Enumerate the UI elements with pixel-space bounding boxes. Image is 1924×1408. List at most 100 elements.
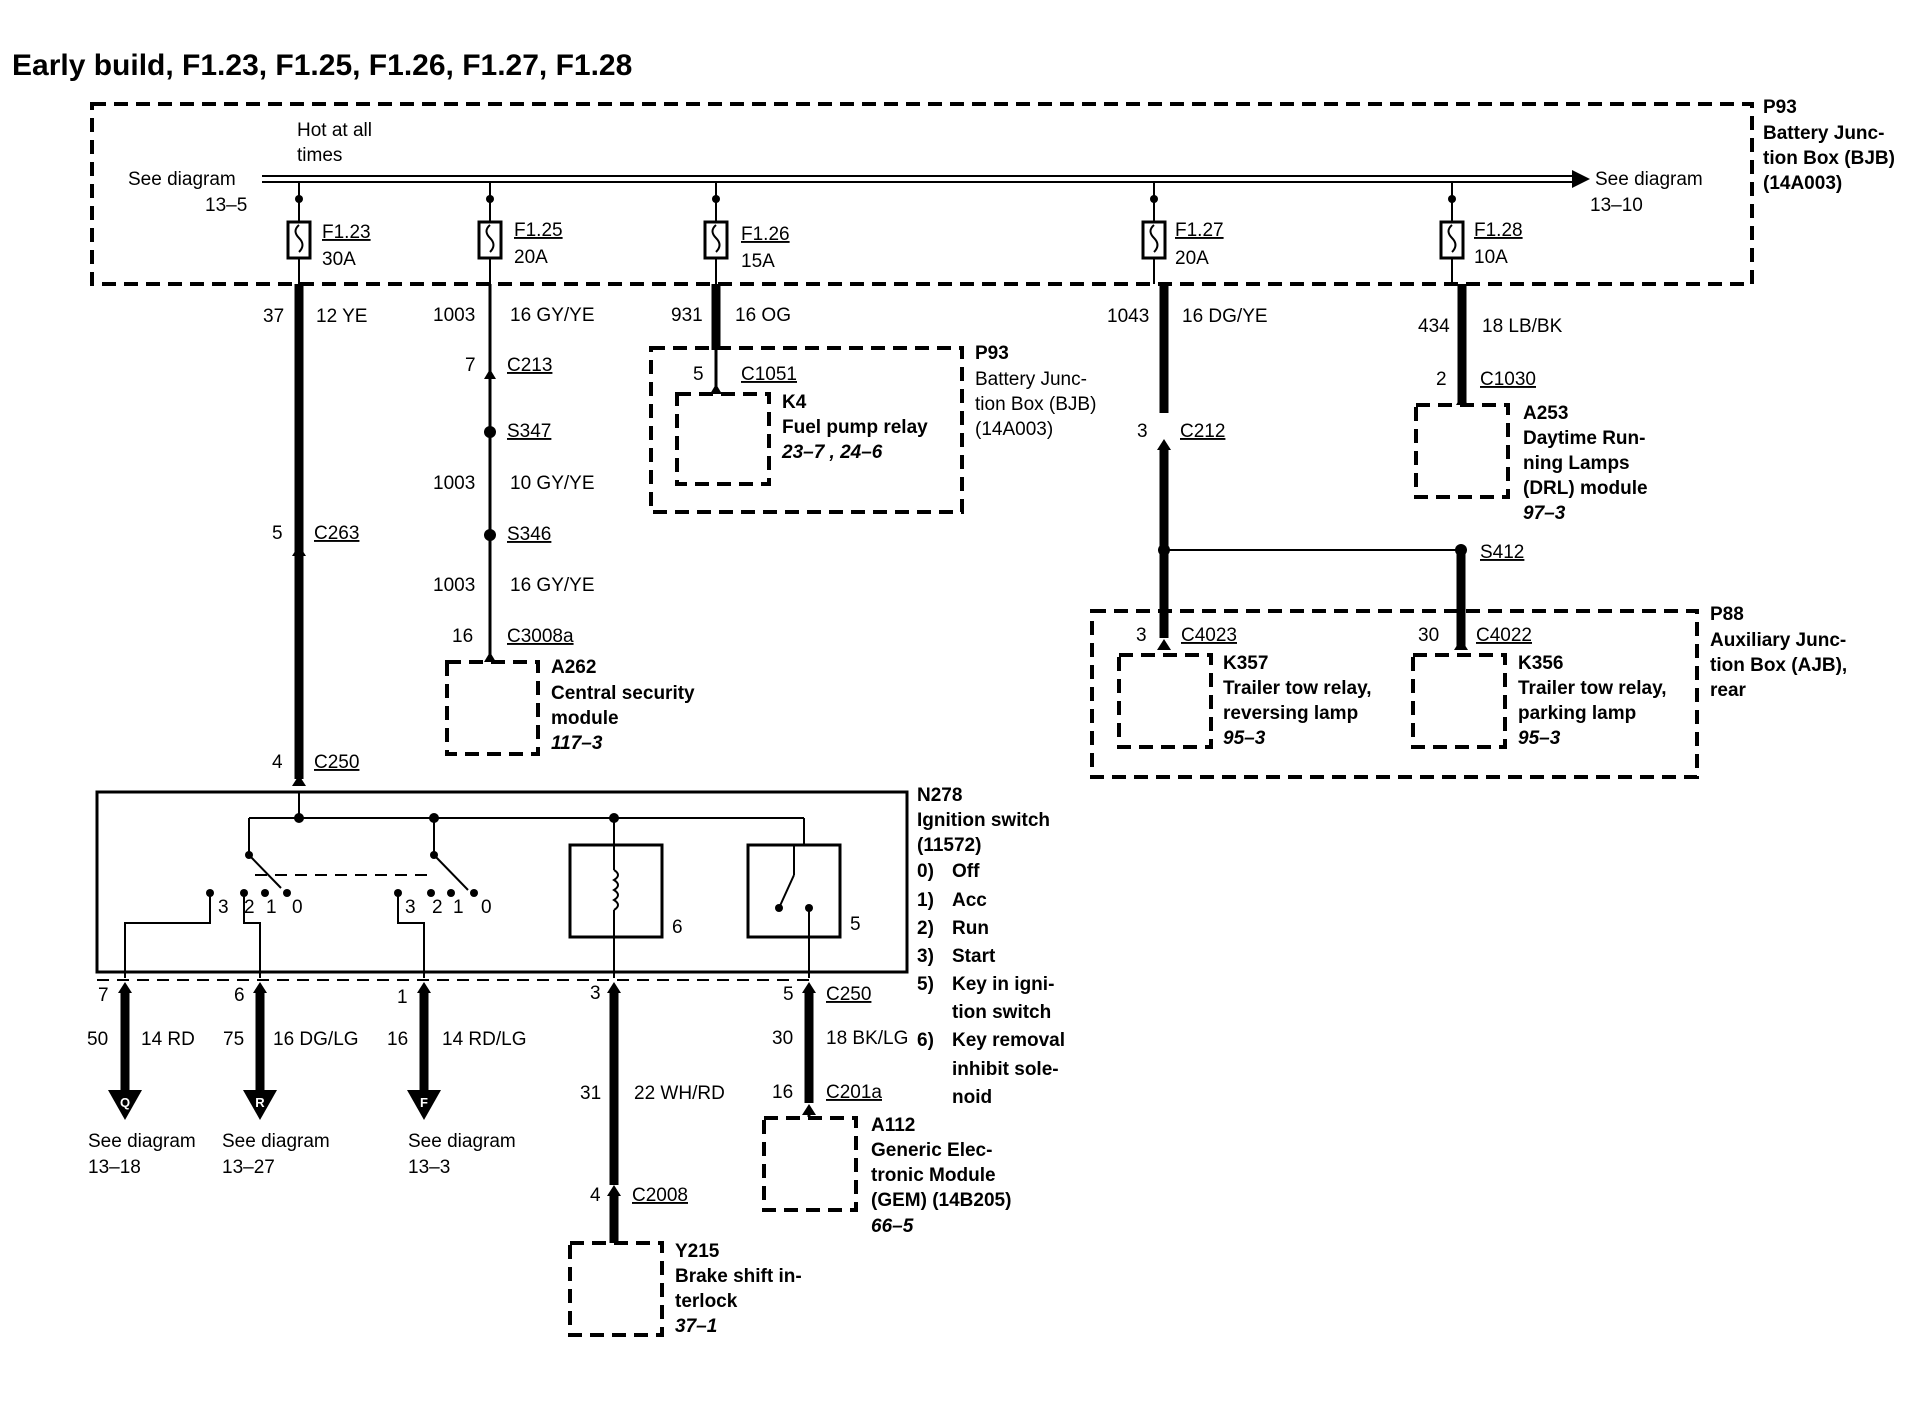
wire-color: 16 DG/LG bbox=[273, 1029, 359, 1050]
splice-id: S412 bbox=[1480, 542, 1524, 563]
see-diagram-right-ref[interactable]: 13–10 bbox=[1590, 195, 1643, 216]
connector-arrow-icon bbox=[607, 1185, 621, 1196]
bjb-inner-box bbox=[649, 346, 964, 514]
bjb-inner-name-2: tion Box (BJB) bbox=[975, 394, 1096, 415]
wire-color: 14 RD bbox=[141, 1029, 195, 1050]
wire-color: 10 GY/YE bbox=[510, 473, 595, 494]
drl-module-box bbox=[1414, 403, 1510, 499]
circuit-number: 1003 bbox=[433, 575, 475, 596]
bjb-box bbox=[90, 102, 1754, 286]
connector-arrow-icon bbox=[484, 369, 496, 379]
ignition-id: N278 bbox=[917, 785, 962, 806]
module-ref: 66–5 bbox=[871, 1216, 914, 1237]
fuse-rating: 20A bbox=[514, 247, 548, 268]
connector-id: C212 bbox=[1180, 421, 1225, 442]
wire-color: 16 GY/YE bbox=[510, 575, 595, 596]
svg-text:0): 0) bbox=[917, 861, 934, 882]
module-name-2: tronic Module bbox=[871, 1165, 996, 1186]
connector-pin: 7 bbox=[465, 355, 476, 376]
svg-text:1): 1) bbox=[917, 890, 934, 911]
bjb-part: (14A003) bbox=[1763, 173, 1842, 194]
ignition-name: Ignition switch bbox=[917, 810, 1050, 831]
svg-text:2): 2) bbox=[917, 918, 934, 939]
fuse-icon bbox=[286, 220, 312, 260]
connector-id: C263 bbox=[314, 523, 359, 544]
connector-pin: 2 bbox=[1436, 369, 1447, 390]
off-page-letter: R bbox=[255, 1095, 265, 1110]
svg-text:tion switch: tion switch bbox=[952, 1002, 1051, 1023]
switch-b-pos-3: 3 bbox=[405, 897, 416, 918]
wire-color: 22 WH/RD bbox=[634, 1083, 725, 1104]
connector-pin: 16 bbox=[452, 626, 473, 647]
see-diagram-left[interactable]: See diagram bbox=[128, 169, 236, 190]
connector-id: C250 bbox=[314, 752, 359, 773]
relay-name-1: Trailer tow relay, bbox=[1223, 678, 1372, 699]
brake-shift-interlock-box bbox=[568, 1241, 664, 1337]
switch-b-pos-2: 2 bbox=[432, 897, 443, 918]
switch-a-pos-0: 0 bbox=[292, 897, 303, 918]
connector-arrow-icon bbox=[1157, 439, 1171, 450]
ajb-name-3: rear bbox=[1710, 680, 1747, 701]
connector-pin: 4 bbox=[272, 752, 283, 773]
relay-name: Fuel pump relay bbox=[782, 417, 928, 438]
svg-text:Key removal: Key removal bbox=[952, 1030, 1065, 1051]
connector-arrow-icon bbox=[802, 1104, 816, 1115]
connector-id: C201a bbox=[826, 1082, 882, 1103]
fuse-rating: 30A bbox=[322, 249, 356, 270]
ajb-box bbox=[1090, 609, 1699, 779]
see-diagram-right[interactable]: See diagram bbox=[1595, 169, 1703, 190]
connector-arrow-icon bbox=[292, 775, 306, 786]
connector-pin: 30 bbox=[1418, 625, 1439, 646]
bjb-name-1: Battery Junc- bbox=[1763, 123, 1884, 144]
fuse-f1-25: F1.25 20A bbox=[477, 183, 563, 284]
circuit-number: 1003 bbox=[433, 473, 475, 494]
off-page-arrow-icon bbox=[243, 1090, 277, 1120]
module-name-3: (DRL) module bbox=[1523, 478, 1648, 499]
splice-icon bbox=[1158, 544, 1170, 556]
circuit-f1-27: 1043 16 DG/YE 3 C212 S412 3 C4023 30 C40… bbox=[1090, 284, 1847, 779]
fuse-f1-26: F1.26 15A bbox=[703, 183, 790, 284]
output-f[interactable]: F 1 16 14 RD/LG See diagram 13–3 bbox=[387, 982, 526, 1178]
key-switch-number: 5 bbox=[850, 914, 861, 935]
fuse-f1-23: F1.23 30A bbox=[286, 183, 371, 284]
relay-id: K4 bbox=[782, 392, 807, 413]
relay-name-2: reversing lamp bbox=[1223, 703, 1358, 724]
output-r[interactable]: R 6 75 16 DG/LG See diagram 13–27 bbox=[222, 982, 359, 1178]
fuse-icon bbox=[1439, 220, 1465, 260]
connector-id: C250 bbox=[826, 984, 871, 1005]
ajb-name-1: Auxiliary Junc- bbox=[1710, 630, 1846, 651]
relay-ref: 95–3 bbox=[1223, 728, 1266, 749]
circuit-number: 1043 bbox=[1107, 306, 1149, 327]
svg-text:3): 3) bbox=[917, 946, 934, 967]
circuit-number: 931 bbox=[671, 305, 703, 326]
connector-id: C3008a bbox=[507, 626, 574, 647]
off-page-letter: Q bbox=[120, 1095, 130, 1110]
fuse-id: F1.28 bbox=[1474, 220, 1523, 241]
module-id: A112 bbox=[871, 1115, 915, 1136]
splice-id: S347 bbox=[507, 421, 551, 442]
circuit-number: 16 bbox=[387, 1029, 408, 1050]
module-name-2: module bbox=[551, 708, 619, 729]
module-name-3: (GEM) (14B205) bbox=[871, 1190, 1011, 1211]
output-q[interactable]: Q 7 50 14 RD See diagram 13–18 bbox=[87, 982, 196, 1178]
ajb-id: P88 bbox=[1710, 604, 1744, 625]
wire-color: 14 RD/LG bbox=[442, 1029, 526, 1050]
module-name-2: ning Lamps bbox=[1523, 453, 1630, 474]
connector-arrow-icon bbox=[710, 384, 722, 394]
connector-pin: 6 bbox=[234, 985, 245, 1006]
svg-text:Start: Start bbox=[952, 946, 996, 967]
k357-relay-box bbox=[1117, 653, 1213, 749]
splice-icon bbox=[484, 529, 496, 541]
svg-text:6): 6) bbox=[917, 1030, 934, 1051]
relay-name-2: parking lamp bbox=[1518, 703, 1636, 724]
fuse-rating: 10A bbox=[1474, 247, 1508, 268]
connector-pin: 4 bbox=[590, 1185, 601, 1206]
relay-ref: 23–7 , 24–6 bbox=[781, 442, 883, 463]
splice-icon bbox=[484, 426, 496, 438]
module-id: A253 bbox=[1523, 403, 1568, 424]
connector-pin: 7 bbox=[98, 985, 109, 1006]
connector-arrow-icon bbox=[1454, 639, 1468, 650]
module-id: A262 bbox=[551, 657, 596, 678]
bus-arrow-icon bbox=[1572, 170, 1590, 188]
see-diagram-left-ref[interactable]: 13–5 bbox=[205, 195, 247, 216]
